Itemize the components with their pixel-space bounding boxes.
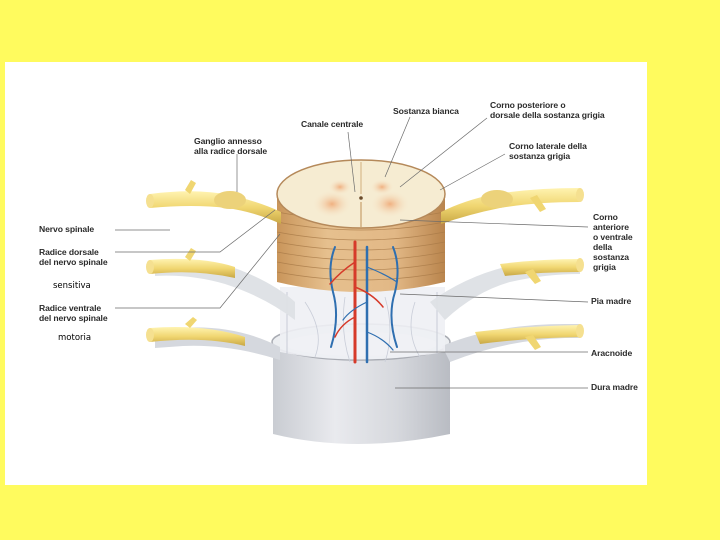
annotation-motoria: motoria (57, 333, 93, 343)
illustration-panel: Canale centrale Sostanza bianca Corno po… (5, 62, 647, 485)
label-corno-anteriore: Corno anteriore o ventrale della sostanz… (593, 212, 633, 272)
label-dura-madre: Dura madre (591, 382, 638, 392)
lower-spinal-nerves (146, 317, 584, 362)
annotation-sensitiva: sensitiva (52, 281, 92, 291)
label-nervo-spinale: Nervo spinale (39, 224, 95, 234)
middle-spinal-nerves (146, 248, 584, 320)
label-canale-centrale: Canale centrale (301, 119, 364, 129)
label-corno-posteriore: Corno posteriore o dorsale della sostanz… (490, 100, 605, 120)
label-aracnoide: Aracnoide (591, 348, 633, 358)
spinal-cord-illustration (115, 116, 589, 444)
label-corno-laterale: Corno laterale della sostanza grigia (509, 141, 587, 161)
leader-lines (115, 116, 589, 389)
aracnoide-shape (280, 287, 445, 363)
label-ganglio: Ganglio annesso alla radice dorsale (194, 136, 268, 156)
label-sostanza-bianca: Sostanza bianca (393, 106, 459, 116)
label-pia-madre: Pia madre (591, 296, 632, 306)
label-radice-ventrale: Radice ventrale del nervo spinale (39, 303, 108, 323)
spinal-cord-body (276, 159, 446, 364)
blood-vessels (329, 240, 399, 364)
label-radice-dorsale: Radice dorsale del nervo spinale (39, 247, 108, 267)
upper-spinal-nerves (146, 180, 584, 224)
